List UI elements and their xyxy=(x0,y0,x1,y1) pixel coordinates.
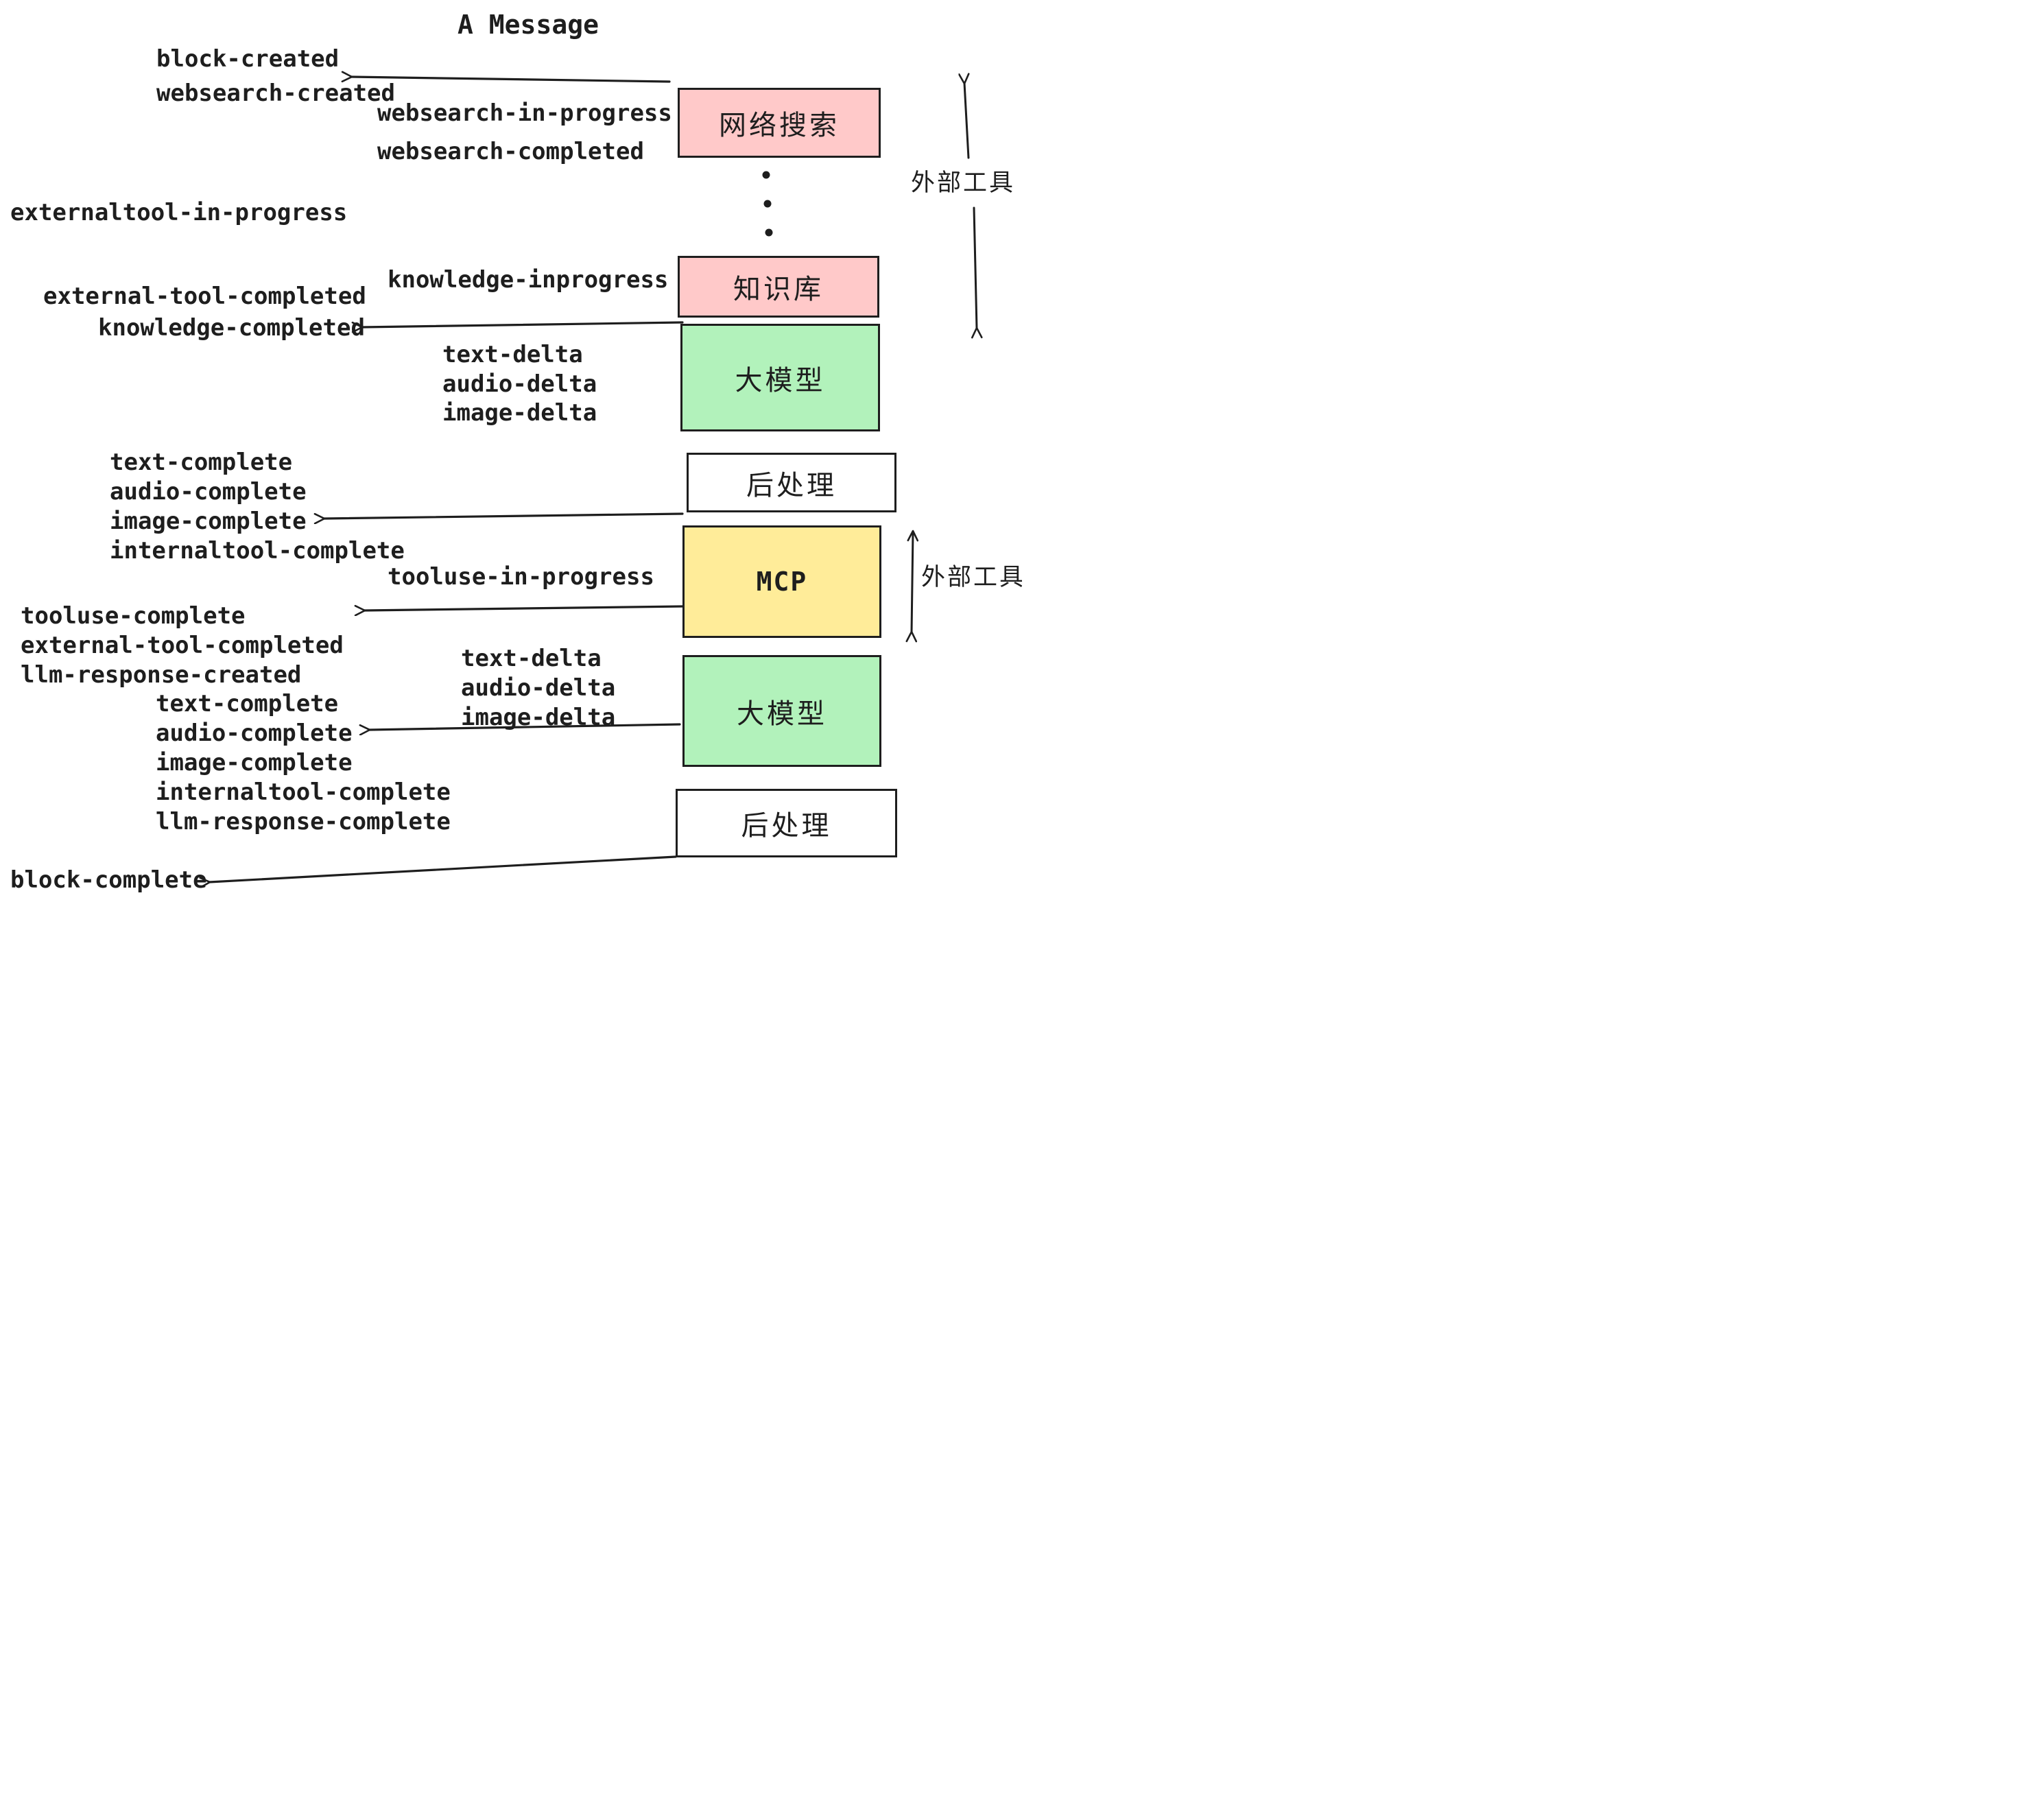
box-post-2: 后处理 xyxy=(676,789,897,857)
mcp-external-tools-arrow xyxy=(912,532,913,632)
event-text-delta-2: text-delta xyxy=(461,645,602,672)
event-external-tool-completed-1: external-tool-completed xyxy=(43,283,366,310)
event-text-complete-1: text-complete xyxy=(110,449,293,476)
event-websearch-created: websearch-created xyxy=(156,80,395,107)
box-websearch-label: 网络搜索 xyxy=(719,110,840,141)
event-tooluse-in-progress: tooluse-in-progress xyxy=(388,563,654,591)
box-llm-2: 大模型 xyxy=(682,655,881,767)
box-post-1: 后处理 xyxy=(687,453,896,512)
box-knowledge-label: 知识库 xyxy=(733,274,824,305)
ellipsis-dots xyxy=(762,171,773,237)
box-llm-1: 大模型 xyxy=(680,324,880,431)
event-audio-delta-2: audio-delta xyxy=(461,674,616,702)
event-knowledge-inprogress: knowledge-inprogress xyxy=(388,266,669,294)
event-internaltool-complete-2: internaltool-complete xyxy=(156,779,451,806)
event-llm-response-created: llm-response-created xyxy=(21,661,302,689)
event-websearch-in-progress: websearch-in-progress xyxy=(377,99,672,127)
event-internaltool-complete-1: internaltool-complete xyxy=(110,537,405,565)
arrow-image-complete xyxy=(324,512,684,519)
box-post-1-label: 后处理 xyxy=(746,469,837,501)
arrow-block-created xyxy=(351,77,671,83)
diagram-title: A Message xyxy=(457,10,599,40)
event-image-delta-1: image-delta xyxy=(442,399,597,427)
external-tools-arrow-down xyxy=(974,206,977,329)
event-text-complete-2: text-complete xyxy=(156,690,339,717)
external-tools-annotation-2: 外部工具 xyxy=(921,558,1022,593)
event-externaltool-in-progress: externaltool-in-progress xyxy=(10,199,348,226)
event-external-tool-completed-2: external-tool-completed xyxy=(21,632,344,659)
event-llm-response-complete: llm-response-complete xyxy=(156,808,451,835)
event-audio-complete-2: audio-complete xyxy=(156,720,353,747)
arrow-tooluse-complete xyxy=(364,606,684,610)
box-mcp-label: MCP xyxy=(756,567,808,597)
event-image-delta-2: image-delta xyxy=(461,704,616,731)
box-mcp: MCP xyxy=(682,525,881,638)
box-websearch: 网络搜索 xyxy=(678,88,881,158)
box-llm-1-label: 大模型 xyxy=(735,364,826,396)
external-tools-arrow-up xyxy=(964,83,968,159)
event-knowledge-completed: knowledge-completed xyxy=(98,314,365,342)
event-block-complete: block-complete xyxy=(10,866,207,894)
arrow-knowledge-completed xyxy=(361,321,684,327)
event-image-complete-2: image-complete xyxy=(156,749,353,776)
event-image-complete-1: image-complete xyxy=(110,508,307,535)
event-audio-complete-1: audio-complete xyxy=(110,478,307,506)
box-post-2-label: 后处理 xyxy=(741,810,832,842)
diagram-canvas: A Message block-created websearch-create… xyxy=(0,0,1022,902)
event-text-delta-1: text-delta xyxy=(442,341,583,368)
event-tooluse-complete: tooluse-complete xyxy=(21,602,246,630)
event-websearch-completed: websearch-completed xyxy=(377,138,644,165)
event-block-created: block-created xyxy=(156,45,340,73)
event-audio-delta-1: audio-delta xyxy=(442,370,597,398)
box-knowledge: 知识库 xyxy=(678,256,879,318)
external-tools-annotation-1: 外部工具 xyxy=(911,163,1016,198)
arrow-block-complete xyxy=(209,855,677,882)
box-llm-2-label: 大模型 xyxy=(737,698,827,730)
